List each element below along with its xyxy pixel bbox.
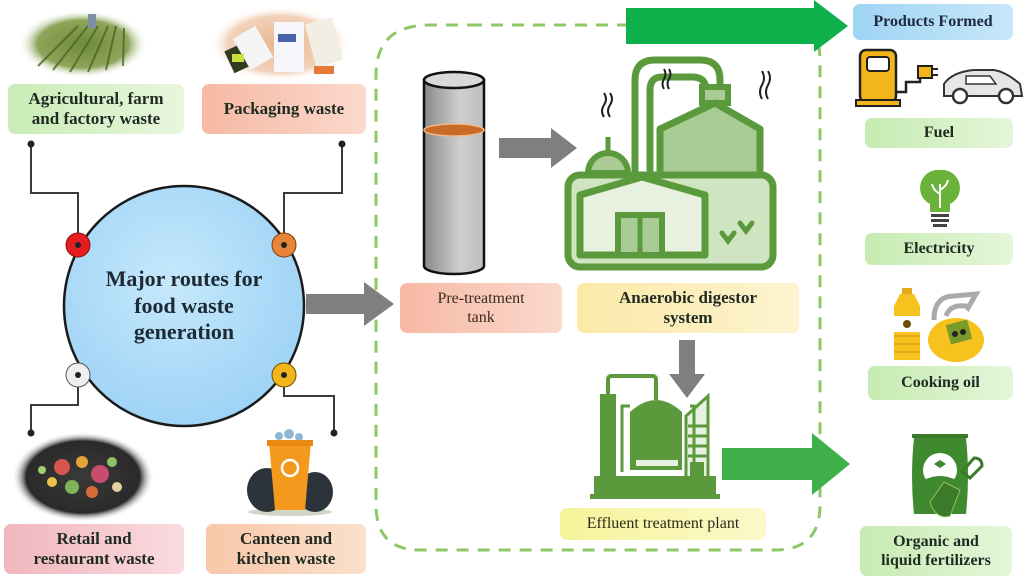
crop-field-photo — [18, 10, 148, 78]
packaging-photo — [210, 6, 350, 82]
digestor-label: Anaerobic digestor system — [577, 283, 799, 333]
dot-agricultural — [65, 232, 91, 258]
source-label-agricultural: Agricultural, farm and factory waste — [8, 84, 184, 134]
source-label-retail: Retail and restaurant waste — [4, 524, 184, 574]
arrow-digestor-to-effluent — [669, 340, 705, 398]
product-label-fertilizers: Organic and liquid fertilizers — [860, 526, 1012, 576]
arrow-to-products — [626, 0, 848, 52]
product-label-electricity: Electricity — [865, 233, 1013, 265]
central-title: Major routes for food waste generation — [105, 266, 263, 345]
arrow-effluent-to-fertilizer — [722, 433, 850, 495]
dot-retail — [65, 362, 91, 388]
fertilizer-bag-icon — [912, 434, 984, 518]
oil-bottle-icon — [894, 288, 984, 362]
recycle-bin-icon — [247, 429, 333, 516]
central-circle — [62, 184, 306, 428]
arrow-circle-to-pretreatment — [306, 282, 394, 326]
dot-canteen — [271, 362, 297, 388]
effluent-plant-icon — [590, 374, 720, 499]
arrow-tank-to-digestor — [499, 128, 577, 168]
source-label-packaging: Packaging waste — [202, 84, 366, 134]
source-label-canteen: Canteen and kitchen waste — [206, 524, 366, 574]
food-scraps-photo — [12, 432, 154, 522]
dot-packaging — [271, 232, 297, 258]
connector-lines — [27, 140, 346, 437]
product-label-fuel: Fuel — [865, 118, 1013, 148]
products-header: Products Formed — [853, 4, 1013, 40]
pretreatment-label: Pre-treatment tank — [400, 283, 562, 333]
pretreatment-tank-icon — [422, 70, 486, 276]
anaerobic-digestor-icon — [564, 56, 777, 271]
fuel-pump-car-icon — [855, 48, 1024, 107]
lightbulb-icon — [920, 169, 960, 227]
effluent-label: Effluent treatment plant — [560, 508, 766, 540]
product-label-cooking-oil: Cooking oil — [868, 366, 1013, 400]
